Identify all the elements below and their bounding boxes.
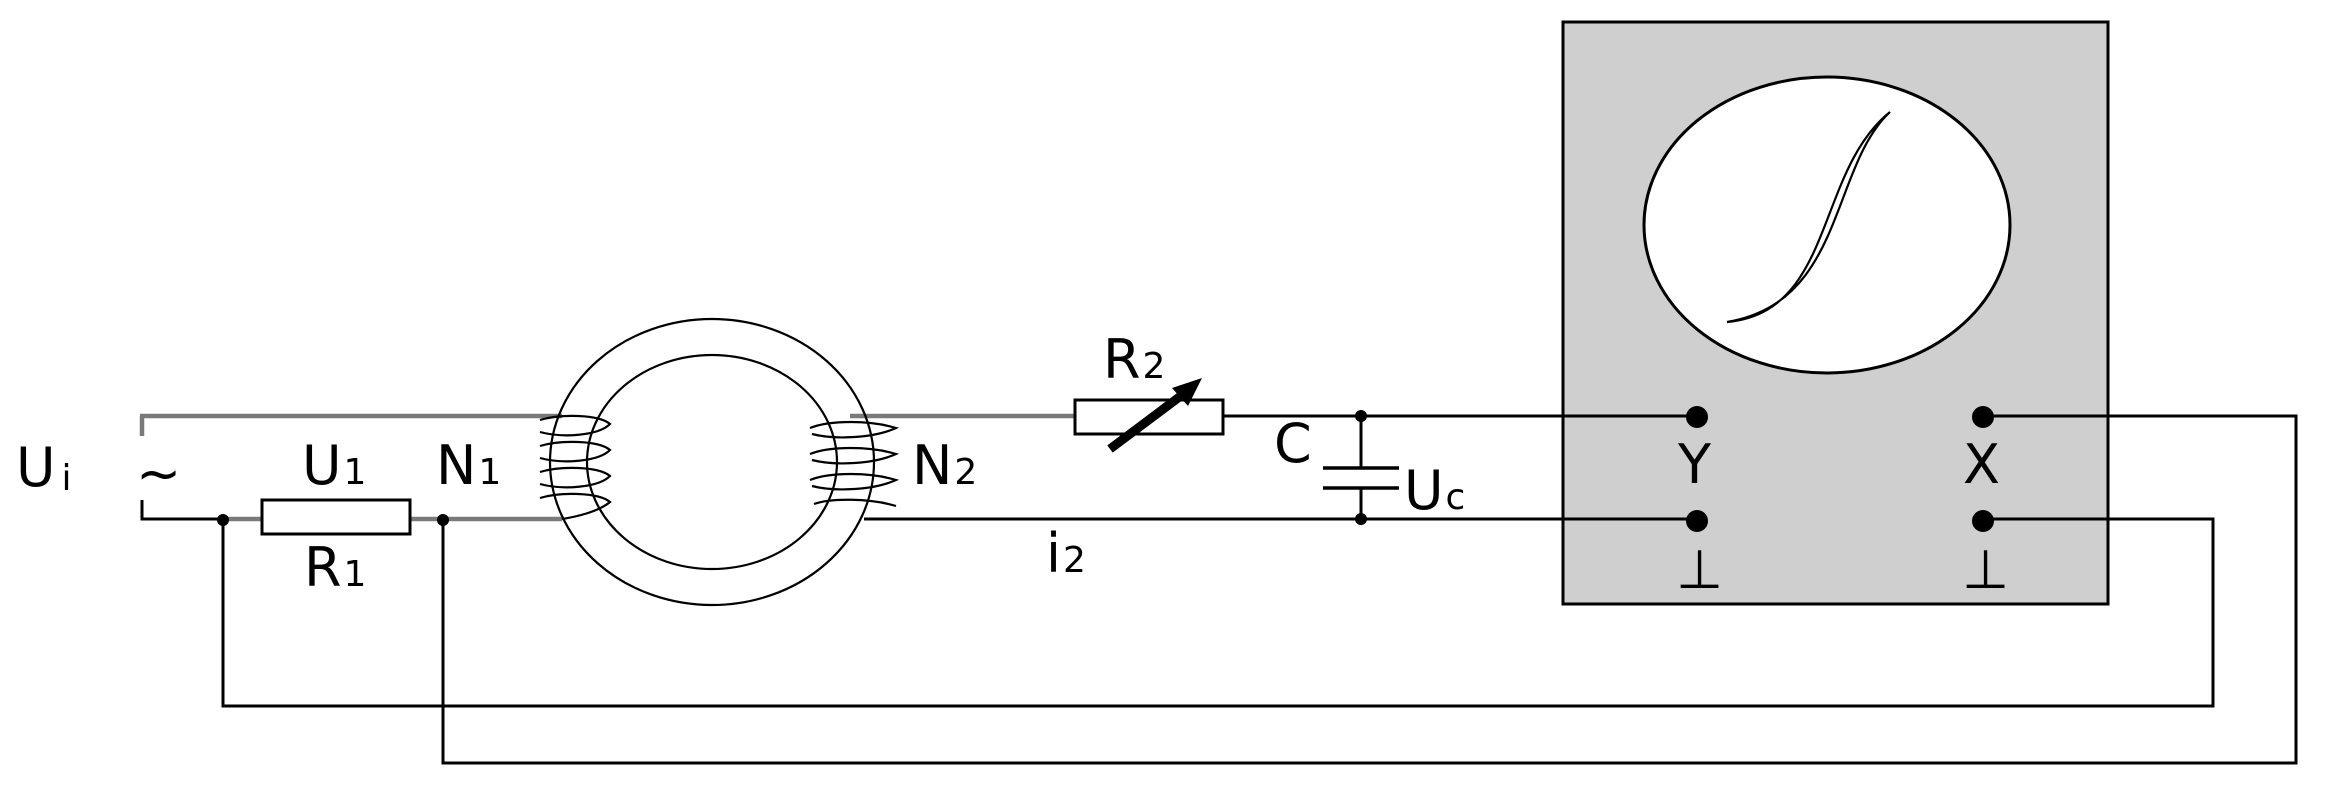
source-terminal-bottom — [140, 500, 225, 521]
terminal-y[interactable] — [1686, 406, 1708, 428]
terminal-y-ground[interactable] — [1686, 510, 1708, 532]
toroid-outer — [548, 317, 876, 607]
label-y: Y — [1677, 433, 1712, 496]
toroid-inner — [585, 353, 839, 571]
resistor-r1 — [260, 498, 412, 536]
wire-x-to-r1-right — [441, 414, 2298, 765]
oscilloscope-screen — [1642, 75, 2012, 375]
coil-n1 — [539, 414, 612, 521]
label-r1: R1 — [304, 536, 366, 599]
label-uc: Uc — [1404, 459, 1465, 522]
label-c: C — [1274, 412, 1312, 475]
hysteresis-loop-icon — [1726, 111, 1891, 324]
label-r2: R2 — [1103, 328, 1165, 391]
label-u1: U1 — [302, 434, 366, 497]
junction-r1-right — [437, 514, 449, 526]
label-i2: i2 — [1046, 522, 1086, 585]
terminal-x-ground[interactable] — [1972, 510, 1994, 532]
variable-resistor-arrow-shaft — [1107, 385, 1193, 453]
arrow-icon — [1172, 378, 1202, 406]
label-ground-y: ⊥ — [1676, 538, 1723, 601]
label-ground-x: ⊥ — [1962, 538, 2009, 601]
label-x: X — [1963, 433, 2000, 496]
wire-xground-to-r1-left — [221, 517, 2215, 708]
junction-cap-top — [1355, 410, 1367, 422]
junction-cap-bottom — [1355, 513, 1367, 525]
junction-r1-left — [217, 514, 229, 526]
label-n1: N1 — [436, 434, 501, 497]
label-n2: N2 — [912, 434, 977, 497]
coil-n2 — [809, 420, 900, 508]
ac-source-symbol: ~ — [136, 442, 181, 505]
